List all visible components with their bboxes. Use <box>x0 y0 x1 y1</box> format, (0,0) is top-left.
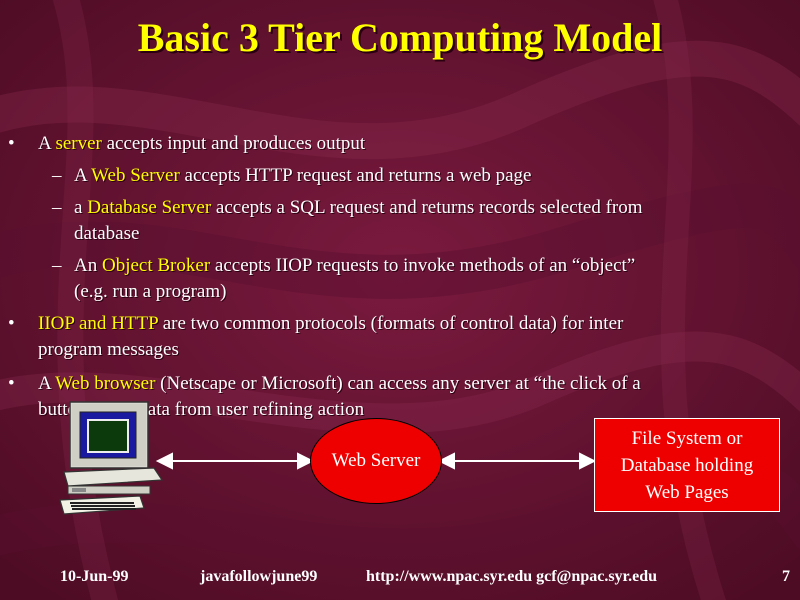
sub-database-server: a Database Server accepts a SQL request … <box>74 196 643 220</box>
bullet-server: A server accepts input and produces outp… <box>38 132 365 156</box>
fs-line: File System or <box>631 427 743 449</box>
bullet-protocols-cont: program messages <box>38 339 179 360</box>
bullet-marker: • <box>8 313 15 334</box>
bullet-browser: A Web browser (Netscape or Microsoft) ca… <box>38 372 641 396</box>
term-web-server: Web Server <box>91 165 180 186</box>
web-server-node: Web Server <box>310 418 442 504</box>
sub-object-broker-cont: (e.g. run a program) <box>74 281 227 302</box>
text: a <box>74 197 88 218</box>
term-database-server: Database Server <box>87 197 212 218</box>
slide-title: Basic 3 Tier Computing Model <box>137 15 663 60</box>
footer-file: javafollowjune99 <box>200 568 318 585</box>
text: are two common protocols (formats of con… <box>157 313 624 334</box>
dash-marker: – <box>52 197 62 218</box>
footer-url: http://www.npac.syr.edu gcf@npac.syr.edu <box>366 568 658 585</box>
text: (Netscape or Microsoft) can access any s… <box>155 373 641 394</box>
text: An <box>74 255 102 276</box>
term-object-broker: Object Broker <box>101 255 211 276</box>
term-iiop: IIOP <box>38 313 75 334</box>
term-http: HTTP <box>111 313 158 334</box>
text: accepts IIOP requests to invoke methods … <box>210 255 636 276</box>
term-server: server <box>55 133 102 154</box>
dash-marker: – <box>52 165 62 186</box>
computer-icon <box>59 401 164 515</box>
text: A <box>38 373 56 394</box>
bullet-marker: • <box>8 133 15 154</box>
text: A <box>74 165 92 186</box>
footer-page-number: 7 <box>782 568 790 585</box>
text: accepts input and produces output <box>101 133 366 154</box>
file-system-node: File System or Database holding Web Page… <box>594 418 780 512</box>
bullet-protocols: IIOP and HTTP are two common protocols (… <box>38 312 623 336</box>
text: A <box>38 133 56 154</box>
fs-line: Database holding <box>620 454 754 476</box>
text: and <box>74 313 112 334</box>
text: accepts HTTP request and returns a web p… <box>179 165 532 186</box>
sub-web-server: A Web Server accepts HTTP request and re… <box>74 164 532 188</box>
sub-object-broker: An Object Broker accepts IIOP requests t… <box>74 254 635 278</box>
text: accepts a SQL request and returns record… <box>211 197 643 218</box>
dash-marker: – <box>52 255 62 276</box>
footer-date: 10-Jun-99 <box>60 568 129 585</box>
web-server-label: Web Server <box>331 450 421 471</box>
term-web-browser: Web browser <box>55 373 156 394</box>
bullet-marker: • <box>8 373 15 394</box>
sub-database-server-cont: database <box>74 223 140 244</box>
fs-line: Web Pages <box>645 481 729 503</box>
